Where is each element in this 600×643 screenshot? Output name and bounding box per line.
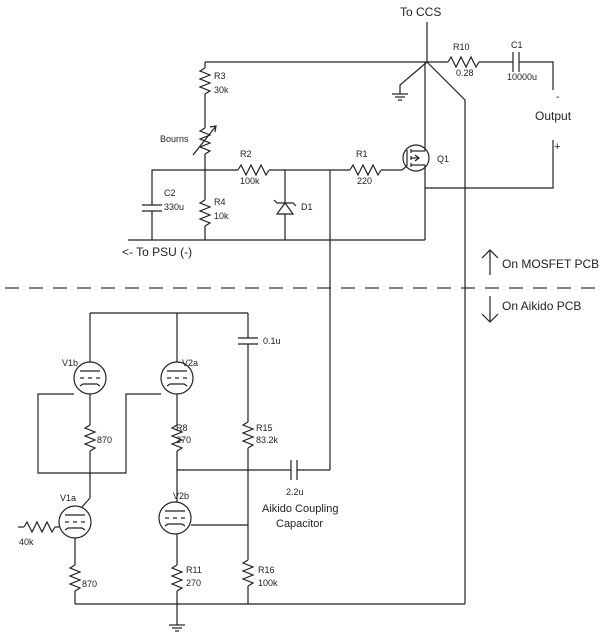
c2-label: C2	[164, 188, 176, 198]
r40k-value: 40k	[19, 537, 34, 547]
wire-c2-top	[151, 169, 205, 205]
wire-ccs-down	[426, 61, 466, 604]
r870-top-resistor	[83, 424, 97, 452]
c2-value: 330u	[164, 202, 184, 212]
r15-resistor	[241, 421, 255, 449]
r15-value: 83.2k	[256, 435, 279, 445]
wire-grid-crosscouple	[37, 393, 161, 474]
bourns-pot	[198, 127, 212, 155]
r870-bot-value: 870	[82, 579, 97, 589]
aikido-coupling-label-1: Aikido Coupling	[262, 503, 338, 515]
aikido-pcb-arrow	[481, 296, 499, 323]
r1-resistor	[349, 163, 382, 177]
mosfet-pcb-section: To CCS R10 0.28 C1 10000u - Output + R3 …	[122, 5, 572, 604]
d1-zener-bar	[273, 199, 297, 207]
r16-value: 100k	[258, 578, 278, 588]
r16-label: R16	[258, 565, 275, 575]
v2b-tube	[158, 501, 192, 535]
r2-resistor	[237, 163, 270, 177]
bourns-arrow	[192, 125, 217, 156]
wire-output-return	[425, 140, 554, 189]
r3-resistor	[198, 67, 212, 95]
v1b-tube	[73, 361, 107, 395]
r4-label: R4	[214, 197, 226, 207]
wire-ground-branch	[399, 61, 428, 94]
r4-value: 10k	[214, 211, 229, 221]
r3-value: 30k	[214, 85, 229, 95]
r2-label: R2	[240, 149, 252, 159]
output-label: Output	[535, 109, 572, 123]
bourns-arrow-head	[209, 125, 217, 133]
r10-label: R10	[453, 42, 470, 52]
q1-mosfet	[401, 144, 430, 172]
wire-v1a-plate	[81, 497, 91, 508]
r870-bot-resistor	[68, 564, 82, 592]
r8-label: R8	[176, 423, 188, 433]
r10-value: 0.28	[456, 68, 474, 78]
r11-label: R11	[186, 565, 202, 575]
r3-label: R3	[214, 71, 226, 81]
v1b-label: V1b	[62, 358, 78, 368]
r10-resistor	[447, 55, 480, 69]
v1a-tube	[58, 505, 92, 539]
r4-resistor	[198, 199, 212, 227]
c01u-value: 0.1u	[263, 336, 281, 346]
r2-value: 100k	[240, 176, 260, 186]
bourns-label: Bourns	[160, 134, 189, 144]
r1-value: 220	[357, 176, 372, 186]
r8-resistor	[170, 424, 184, 452]
r1-label: R1	[356, 149, 368, 159]
r870-top-value: 870	[97, 435, 112, 445]
r15-label: R15	[256, 423, 273, 433]
to-ccs-label: To CCS	[400, 5, 441, 19]
d1-diode	[275, 201, 295, 215]
aikido-pcb-label: On Aikido PCB	[502, 299, 581, 313]
d1-label: D1	[301, 202, 313, 212]
to-psu-label: <- To PSU (-)	[122, 245, 192, 259]
c1-label: C1	[511, 40, 523, 50]
v1a-label: V1a	[60, 493, 76, 503]
mosfet-pcb-arrow	[481, 249, 499, 275]
r11-resistor	[170, 564, 184, 592]
c22-value: 2.2u	[286, 487, 304, 497]
r40k-resistor	[23, 520, 56, 534]
aikido-pcb-section: 0.1u V1b V2a 870 R8 270	[18, 312, 465, 632]
wire-c1-output	[519, 61, 554, 90]
aikido-coupling-label-2: Capacitor	[276, 518, 323, 530]
r11-value: 270	[186, 578, 201, 588]
v2b-label: V2b	[173, 491, 189, 501]
mosfet-pcb-label: On MOSFET PCB	[502, 257, 599, 271]
output-minus: -	[556, 91, 560, 103]
v2a-label: V2a	[182, 358, 198, 368]
c1-value: 10000u	[507, 72, 537, 82]
output-plus: +	[554, 141, 560, 153]
r16-resistor	[241, 559, 255, 587]
q1-label: Q1	[437, 154, 449, 164]
r8-value: 270	[176, 435, 191, 445]
